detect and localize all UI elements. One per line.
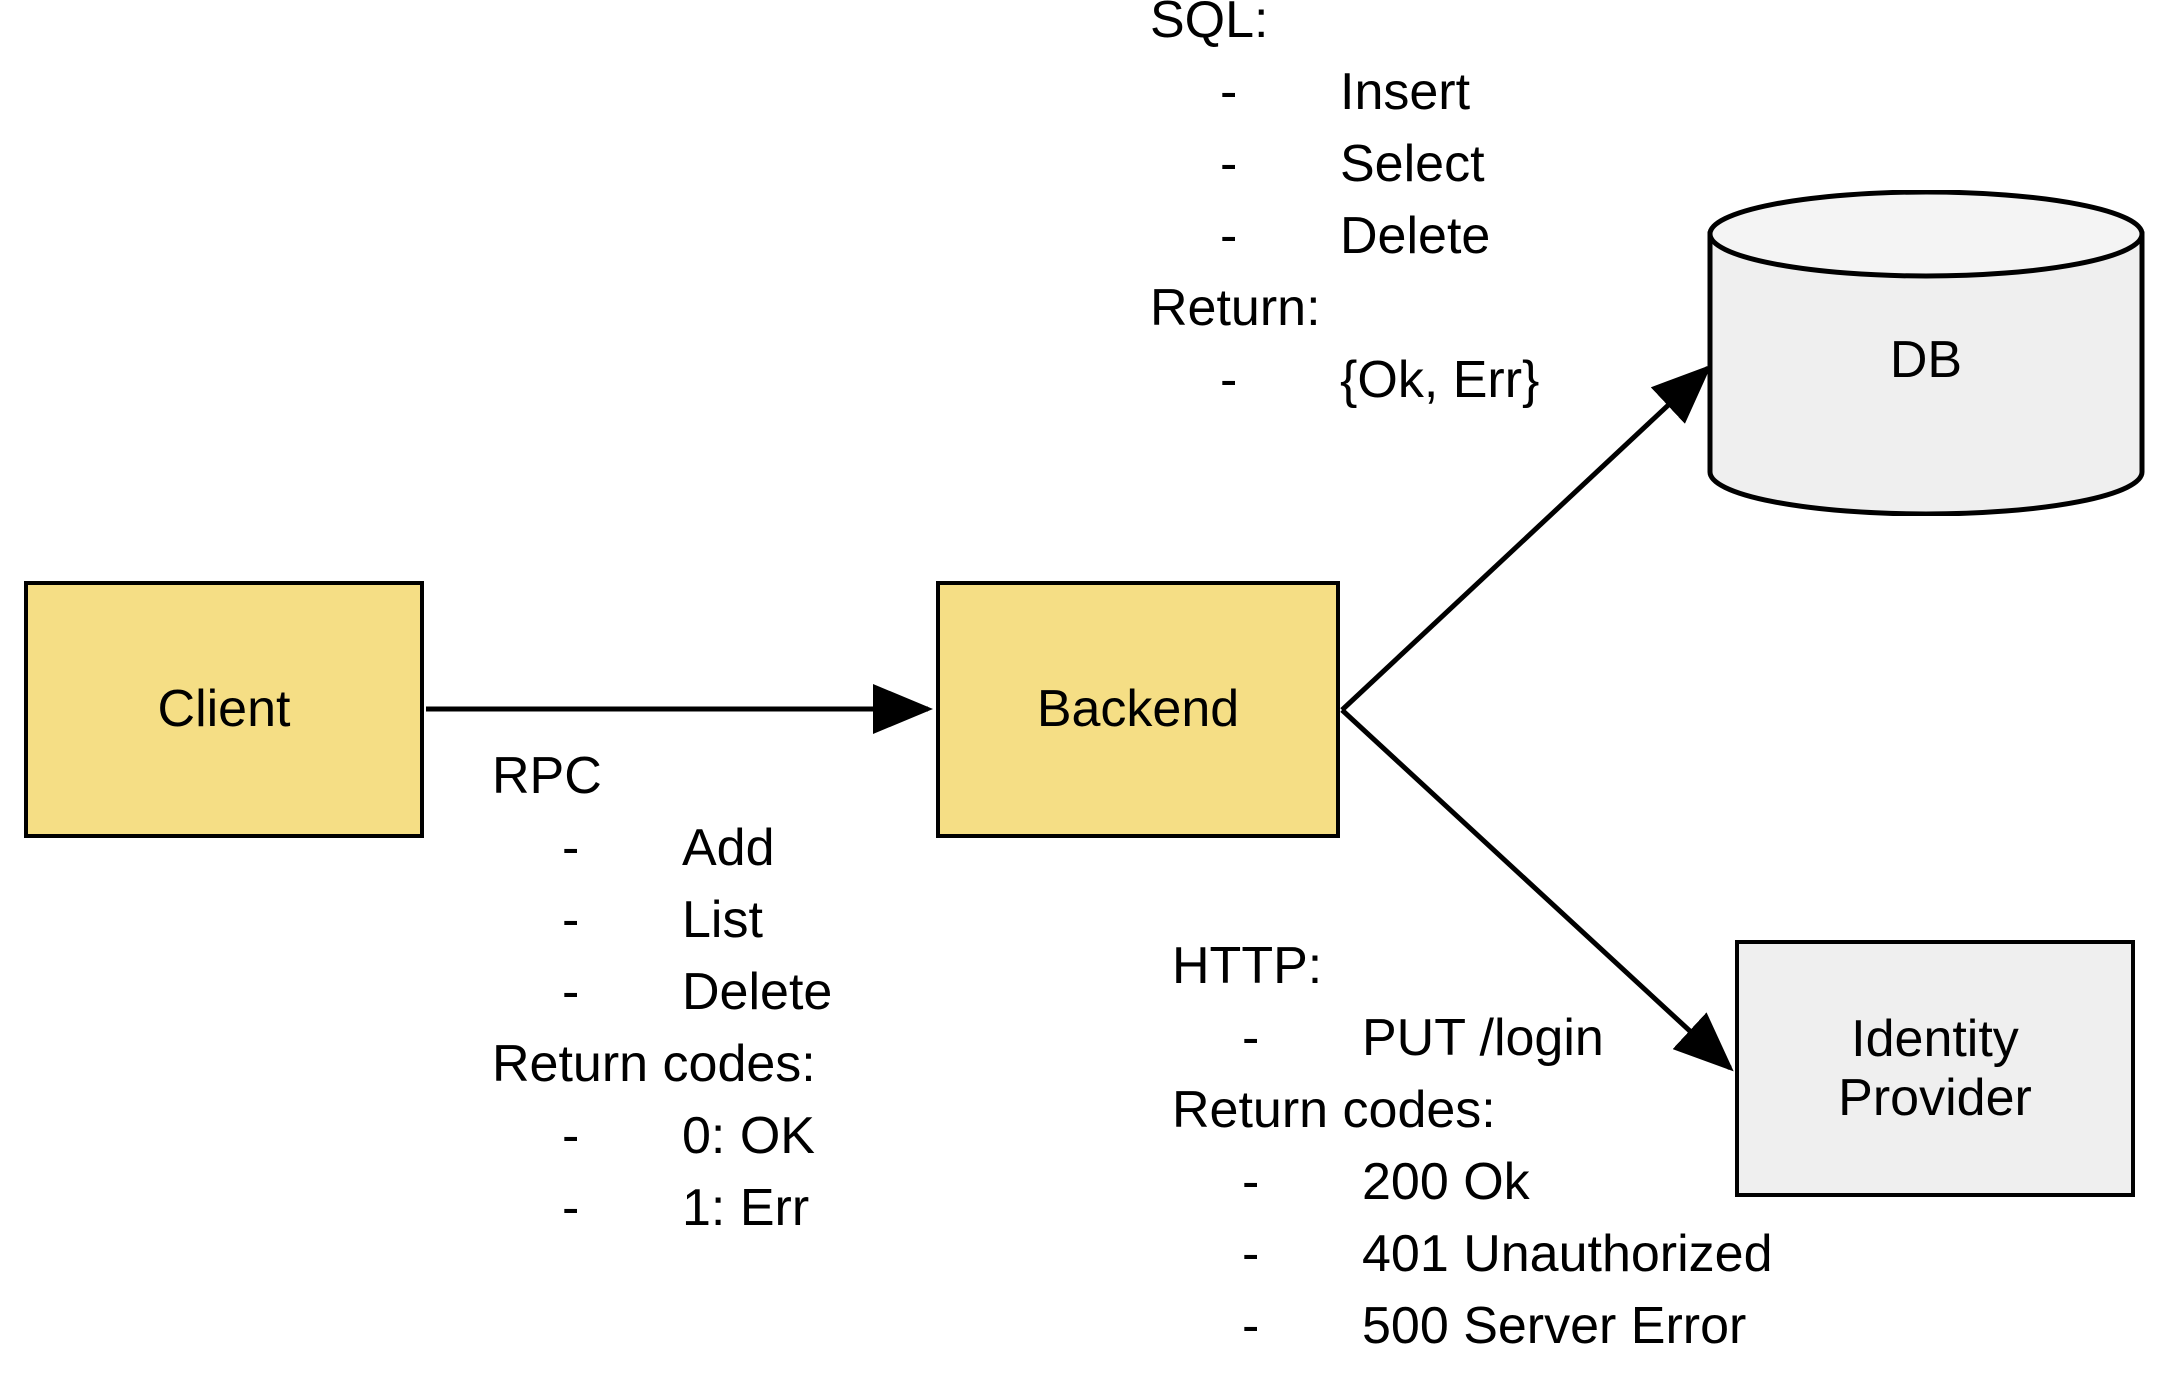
annotation-http-item-label: PUT /login: [1362, 1009, 1604, 1067]
annotation-http: HTTP: - PUT /login Return codes: - 200 O…: [1172, 930, 1773, 1362]
annotation-sql-subitem-label: {Ok, Err}: [1340, 351, 1540, 409]
node-identity-provider[interactable]: Identity Provider: [1735, 940, 2135, 1197]
annotation-rpc-subitem: - 0: OK: [492, 1100, 832, 1172]
annotation-rpc-item: - Delete: [492, 956, 832, 1028]
annotation-http-subheading: Return codes:: [1172, 1081, 1496, 1139]
annotation-sql: SQL: - Insert - Select - Delete Return: …: [1150, 0, 1539, 416]
annotation-rpc-item-label: Add: [682, 819, 775, 877]
bullet-dash-icon: -: [562, 891, 580, 949]
bullet-dash-icon: -: [1242, 1297, 1260, 1355]
node-identity-provider-label: Identity Provider: [1838, 1010, 2032, 1126]
annotation-http-subitem: - 401 Unauthorized: [1172, 1218, 1773, 1290]
bullet-dash-icon: -: [562, 963, 580, 1021]
node-backend-label: Backend: [1036, 680, 1240, 739]
node-backend[interactable]: Backend: [936, 581, 1340, 838]
annotation-rpc-heading: RPC: [492, 747, 602, 805]
bullet-dash-icon: -: [1220, 63, 1238, 121]
annotation-sql-item: - Select: [1150, 128, 1539, 200]
annotation-sql-item-label: Delete: [1340, 207, 1491, 265]
bullet-dash-icon: -: [1242, 1225, 1260, 1283]
bullet-dash-icon: -: [562, 1179, 580, 1237]
bullet-dash-icon: -: [1220, 351, 1238, 409]
annotation-http-heading: HTTP:: [1172, 937, 1323, 995]
bullet-dash-icon: -: [1242, 1009, 1260, 1067]
annotation-sql-item: - Delete: [1150, 200, 1539, 272]
annotation-rpc-item: - Add: [492, 812, 832, 884]
bullet-dash-icon: -: [1220, 135, 1238, 193]
annotation-http-subitem: - 500 Server Error: [1172, 1290, 1773, 1362]
annotation-rpc-subitem-label: 0: OK: [682, 1107, 815, 1165]
annotation-sql-heading: SQL:: [1150, 0, 1269, 49]
annotation-rpc-subitem-label: 1: Err: [682, 1179, 810, 1237]
annotation-sql-item-label: Insert: [1340, 63, 1471, 121]
annotation-rpc-item-label: List: [682, 891, 763, 949]
node-client[interactable]: Client: [24, 581, 424, 838]
node-identity-provider-label-line2: Provider: [1838, 1068, 2032, 1127]
annotation-rpc-subheading: Return codes:: [492, 1035, 816, 1093]
annotation-http-subitem-label: 500 Server Error: [1362, 1297, 1747, 1355]
annotation-rpc-subitem: - 1: Err: [492, 1172, 832, 1244]
db-cylinder-top: [1707, 190, 2145, 279]
annotation-rpc-item: - List: [492, 884, 832, 956]
node-db-label: DB: [1889, 331, 1963, 389]
bullet-dash-icon: -: [1220, 207, 1238, 265]
annotation-http-subitem-label: 200 Ok: [1362, 1153, 1530, 1211]
annotation-http-subitem: - 200 Ok: [1172, 1146, 1773, 1218]
annotation-sql-subheading: Return:: [1150, 279, 1321, 337]
annotation-sql-item: - Insert: [1150, 56, 1539, 128]
annotation-rpc-item-label: Delete: [682, 963, 833, 1021]
annotation-http-subitem-label: 401 Unauthorized: [1362, 1225, 1773, 1283]
node-db[interactable]: [1706, 190, 2146, 516]
annotation-sql-subitem: - {Ok, Err}: [1150, 344, 1539, 416]
node-client-label: Client: [157, 680, 291, 739]
annotation-sql-item-label: Select: [1340, 135, 1485, 193]
db-cylinder-body: [1707, 231, 2145, 516]
annotation-http-item: - PUT /login: [1172, 1002, 1773, 1074]
bullet-dash-icon: -: [562, 1107, 580, 1165]
bullet-dash-icon: -: [562, 819, 580, 877]
node-identity-provider-label-line1: Identity: [1851, 1010, 2019, 1069]
edge-backend-to-db: [1340, 364, 1712, 712]
bullet-dash-icon: -: [1242, 1153, 1260, 1211]
annotation-rpc: RPC - Add - List - Delete Return codes: …: [492, 740, 832, 1244]
